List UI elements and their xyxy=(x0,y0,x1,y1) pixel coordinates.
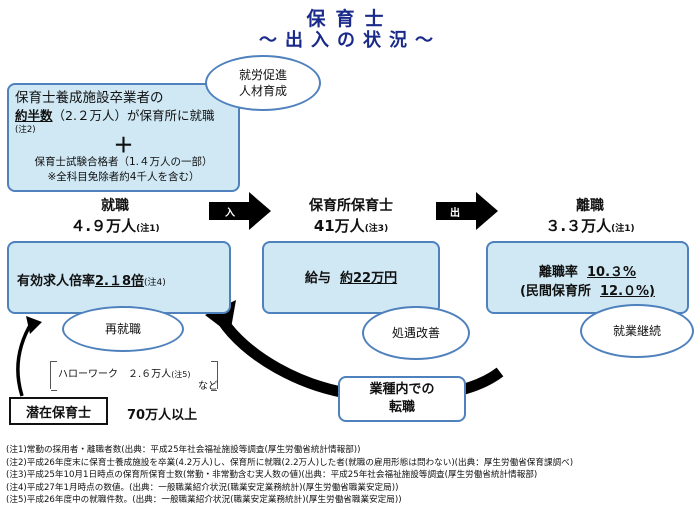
hiring-note: (注1) xyxy=(136,224,160,234)
job-ratio-label: 有効求人倍率 xyxy=(17,274,96,289)
hellowork-text: ハローワーク ２.６万人(注5) xyxy=(58,365,191,380)
transfer-box: 業種内での 転職 xyxy=(338,376,466,422)
page-title: 保育士 xyxy=(306,8,394,30)
bubble-employment-promotion-l1: 就労促進 xyxy=(238,68,287,82)
job-ratio-note: (注4) xyxy=(144,278,166,288)
hellowork-count: ハローワーク ２.６万人 xyxy=(58,369,172,380)
salary: 給与 約22万円 xyxy=(262,267,440,286)
bubble-treatment-label: 処遇改善 xyxy=(391,326,440,340)
graduates-line2-suffix: （2.２万人）が保育所に就職 xyxy=(52,108,215,123)
footnote-1: (注1)常勤の採用者・離職者数(出典：平成25年社会福祉施設等調査(厚生労働省統… xyxy=(6,445,361,455)
graduates-box: 保育士養成施設卒業者の 約半数（2.２万人）が保育所に就職 (注2) ＋ 保育士… xyxy=(7,83,240,192)
graduates-line1: 保育士養成施設卒業者の xyxy=(15,90,164,106)
bubble-employment-promotion-l2: 人材育成 xyxy=(238,84,287,98)
page-subtitle: ～出入の状況～ xyxy=(259,30,441,51)
bubble-retention-label: 就業継続 xyxy=(612,324,661,338)
bubble-retention: 就業継続 xyxy=(580,304,694,358)
latent-workers-label: 潜在保育士 xyxy=(25,405,91,421)
arrow-in-head xyxy=(249,192,271,230)
nursery-count: 41万人 xyxy=(313,217,365,235)
arrow-in: 入 xyxy=(209,192,271,230)
plus-sign: ＋ xyxy=(113,133,134,157)
latent-workers-box: 潜在保育士 xyxy=(9,397,108,425)
footnote-2: (注2)平成26年度末に保育士養成施設を卒業(4.2万人)し、保育所に就職(2.… xyxy=(6,457,574,468)
arrow-out-head xyxy=(476,192,498,230)
separation-rate-label: 離職率 xyxy=(538,265,578,280)
private-separation-rate: (民間保育所 12.０%) xyxy=(486,280,689,299)
graduates-line3: 保育士試験合格者（1.４万人の一部） xyxy=(34,156,213,168)
bubble-treatment: 処遇改善 xyxy=(362,306,470,360)
separation-box xyxy=(486,241,689,314)
footnote-5: (注5)平成26年度中の就職件数。(出典：一般職業紹介状況(職業安定業務統計)(… xyxy=(6,495,402,506)
bubble-reemployment: 再就職 xyxy=(62,306,184,352)
transfer-line1: 業種内での xyxy=(369,382,435,397)
hellowork-note: (注5) xyxy=(171,370,191,379)
hellowork-etc: など xyxy=(198,381,218,392)
transfer-line2: 転職 xyxy=(388,400,415,415)
arrow-out: 出 xyxy=(436,192,498,230)
separation-rate: 離職率 10.３% xyxy=(486,261,689,280)
latent-workers-count: 70万人以上 xyxy=(127,408,198,423)
graduates-half-label: 約半数 xyxy=(15,108,53,123)
nursery-count-line: 41万人(注3) xyxy=(262,216,440,239)
footnote-4: (注4)平成27年1月時点の数値。(出典：一般職業紹介状況(職業安定業務統計)(… xyxy=(6,482,399,493)
separation-count-line: ３.３万人(注1) xyxy=(505,216,675,239)
separation-rate-value: 10.３% xyxy=(587,265,637,280)
graduates-note: (注2) xyxy=(15,125,36,135)
footnotes: (注1)常勤の採用者・離職者数(出典：平成25年社会福祉施設等調査(厚生労働省統… xyxy=(6,444,696,507)
separation-note: (注1) xyxy=(611,224,635,234)
arrow-in-label: 入 xyxy=(225,208,235,219)
private-separation-value: 12.０%) xyxy=(600,284,655,299)
arrow-in-shaft xyxy=(209,202,251,220)
hiring-box xyxy=(7,241,231,314)
nursery-title: 保育所保育士 xyxy=(309,198,393,214)
nursery-box xyxy=(262,241,440,314)
separation-title: 離職 xyxy=(576,198,604,214)
hellowork-bracket xyxy=(50,361,218,391)
job-ratio-value: 2.１8倍 xyxy=(95,274,145,289)
reemployment-arrowhead xyxy=(26,316,42,334)
salary-value: 約22万円 xyxy=(339,271,398,286)
bubble-reemployment-label: 再就職 xyxy=(104,322,141,336)
salary-label: 給与 xyxy=(304,271,331,286)
bubble-employment-promotion: 就労促進 人材育成 xyxy=(205,55,321,111)
hiring-header: 就職 ４.９万人(注1) xyxy=(30,196,200,239)
hiring-count-line: ４.９万人(注1) xyxy=(30,216,200,239)
arrow-out-label: 出 xyxy=(450,208,460,219)
nursery-note: (注3) xyxy=(364,224,389,234)
footnote-3: (注3)平成25年10月1日時点の保育所保育士数(常勤・非常勤含む実人数の値)(… xyxy=(6,470,538,481)
private-separation-label: (民間保育所 xyxy=(519,284,591,299)
separation-header: 離職 ３.３万人(注1) xyxy=(505,196,675,239)
graduates-line2: 約半数（2.２万人）が保育所に就職 xyxy=(15,107,232,125)
job-ratio: 有効求人倍率2.１8倍(注4) xyxy=(17,270,166,289)
hiring-count: ４.９万人 xyxy=(70,217,137,235)
nursery-header: 保育所保育士 41万人(注3) xyxy=(262,196,440,239)
arrow-out-shaft xyxy=(436,202,478,220)
reemployment-curve-arrow xyxy=(16,321,34,397)
graduates-line4: ※全科目免除者約4千人を含む） xyxy=(47,171,200,183)
hiring-title: 就職 xyxy=(101,198,129,214)
separation-count: ３.３万人 xyxy=(545,217,612,235)
